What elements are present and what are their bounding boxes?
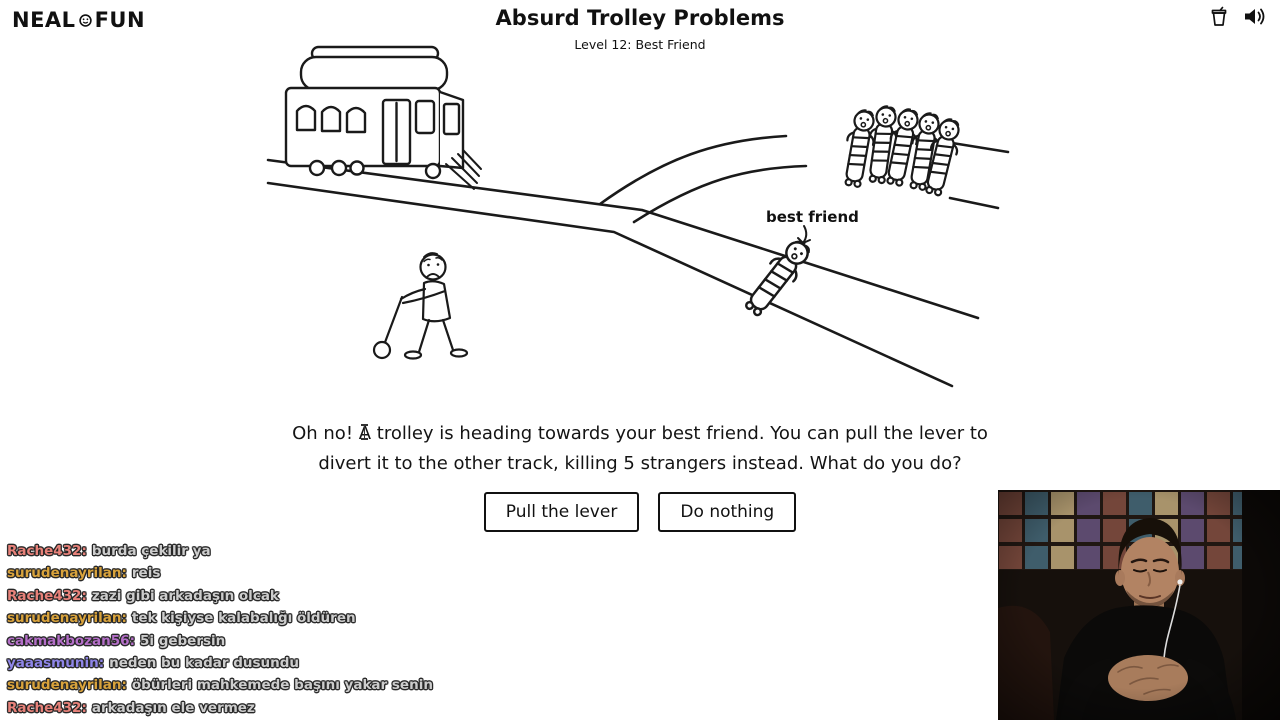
chat-message-text: öbürleri mahkemede başını yakar senin [131,677,433,694]
coffee-cup-tip-icon[interactable] [1209,6,1229,27]
chat-message: surudenayrilan:öbürleri mahkemede başını… [7,674,567,696]
smiley-face-icon [78,13,92,27]
trolley-scene-illustration [266,45,1010,388]
chat-separator: : [98,654,105,671]
best-friend-label: best friend [766,208,859,226]
chat-message: surudenayrilan:reis [7,562,567,584]
chat-username: yaaasmunin [7,654,99,671]
webcam-overlay [998,490,1280,720]
chat-message: Rache432:burda çekilir ya [7,540,567,562]
question-line-2: divert it to the other track, killing 5 … [318,453,962,474]
level-subtitle: Level 12: Best Friend [574,37,706,52]
chat-username: surudenayrilan [7,565,122,582]
chat-message-text: 5i gebersin [139,632,226,649]
chat-message-text: arkadaşın ele vermez [91,699,255,716]
chat-message-text: burda çekilir ya [91,543,211,559]
lever-man-figure [372,252,469,360]
chat-message-text: neden bu kadar dusundu [109,654,300,671]
chat-username: Rache432 [7,587,82,604]
speaker-sound-icon[interactable] [1243,6,1266,27]
chat-overlay: Rache432:burda çekilir ya surudenayrilan… [7,540,567,719]
chat-message: surudenayrilan:tek kişiyse kalabalığı öl… [7,607,567,629]
question-line-1: Oh no! A trolley is heading towards your… [292,423,988,444]
five-strangers-figures [838,103,966,199]
chat-separator: : [121,677,127,694]
chat-separator: : [129,632,135,649]
choice-buttons: Pull the lever Do nothing [0,492,1280,532]
do-nothing-button[interactable]: Do nothing [658,492,797,532]
page-title: Absurd Trolley Problems [495,6,785,30]
chat-message-text: reis [131,565,161,582]
chat-message-text: zazi gibi arkadaşın olcak [91,587,279,604]
chat-message-text: tek kişiyse kalabalığı öldüren [131,610,356,627]
logo-text-neal: NEAL [12,8,76,32]
header-icons [1209,6,1266,27]
logo-text-fun: FUN [94,8,146,32]
chat-separator: : [81,587,87,604]
best-friend-figure [738,225,818,322]
pull-lever-button[interactable]: Pull the lever [483,492,640,532]
chat-separator: : [121,565,127,582]
chat-username: surudenayrilan [7,610,122,627]
chat-username: surudenayrilan [7,677,122,694]
chat-separator: : [81,699,87,716]
streamer-webcam-video [998,490,1280,720]
chat-username: Rache432 [7,699,82,716]
chat-message: yaaasmunin:neden bu kadar dusundu [7,652,567,674]
chat-username: cakmakbozan56 [7,632,130,649]
chat-username: Rache432 [7,543,82,559]
chat-message: Rache432:zazi gibi arkadaşın olcak [7,585,567,607]
railroad-tracks [266,134,1010,388]
chat-separator: : [121,610,127,627]
trolley-illustration [284,45,482,190]
chat-message: Rache432:arkadaşın ele vermez [7,697,567,719]
neal-fun-logo[interactable]: NEAL FUN [12,8,145,32]
question-text: Oh no! A trolley is heading towards your… [0,419,1280,479]
chat-message: cakmakbozan56:5i gebersin [7,630,567,652]
chat-separator: : [81,543,87,559]
